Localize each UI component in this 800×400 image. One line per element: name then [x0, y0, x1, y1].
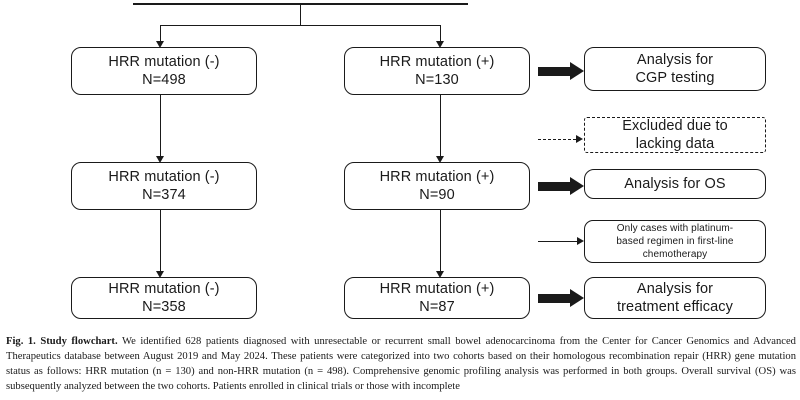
cohort-title: HRR mutation (+)	[379, 168, 495, 185]
cohort-title: HRR mutation (+)	[379, 280, 495, 297]
split-branch-right	[440, 25, 441, 42]
split-branch-left	[160, 25, 161, 42]
note-line-3: chemotherapy	[642, 249, 708, 260]
outcome-box-analysis-for-os: Analysis for OS	[584, 169, 766, 199]
connector-mid-row2-row3-arrowhead	[436, 271, 444, 278]
note-box-platinum-regimen: Only cases with platinum- based regimen …	[584, 220, 766, 263]
cohort-box-hrr-negative-498: HRR mutation (-) N=498	[71, 47, 257, 95]
cohort-count: N=130	[415, 72, 459, 88]
cohort-box-hrr-positive-87: HRR mutation (+) N=87	[344, 277, 530, 319]
outcome-line-1: Analysis for	[636, 280, 714, 297]
split-branch-right-arrowhead	[436, 41, 444, 48]
thick-arrow-to-cgp-analysis	[538, 62, 584, 80]
figure-label: Fig. 1.	[6, 336, 36, 347]
dashed-arrow-to-excluded-note	[538, 134, 584, 144]
cohort-title: HRR mutation (-)	[108, 280, 220, 297]
thick-arrow-to-treatment-efficacy	[538, 289, 584, 307]
outcome-box-treatment-efficacy: Analysis for treatment efficacy	[584, 277, 766, 319]
connector-left-row2-row3-arrowhead	[156, 271, 164, 278]
cohort-count: N=498	[142, 72, 186, 88]
figure-caption-text: We identified 628 patients diagnosed wit…	[6, 336, 796, 393]
connector-mid-row1-row2-arrowhead	[436, 156, 444, 163]
study-flowchart: HRR mutation (-) N=498 HRR mutation (+) …	[71, 3, 766, 319]
cohort-count: N=87	[419, 299, 455, 315]
outcome-line-1: Analysis for OS	[624, 175, 726, 192]
cohort-box-hrr-negative-358: HRR mutation (-) N=358	[71, 277, 257, 319]
cohort-box-hrr-negative-374: HRR mutation (-) N=374	[71, 162, 257, 210]
connector-left-row1-row2-arrowhead	[156, 156, 164, 163]
cohort-title: HRR mutation (-)	[108, 168, 220, 185]
connector-mid-row1-row2	[440, 95, 441, 157]
cohort-title: HRR mutation (+)	[379, 53, 495, 70]
figure-caption: Fig. 1. Study flowchart. We identified 6…	[6, 334, 796, 394]
outcome-box-cgp-testing: Analysis for CGP testing	[584, 47, 766, 91]
cohort-count: N=374	[142, 187, 186, 203]
cohort-count: N=90	[419, 187, 455, 203]
figure-title: Study flowchart.	[40, 336, 118, 347]
note-line-2: lacking data	[635, 136, 715, 152]
parent-stem-line	[300, 3, 301, 25]
thick-arrow-to-os-analysis	[538, 177, 584, 195]
note-line-1: Excluded due to	[622, 117, 728, 134]
connector-left-row2-row3	[160, 210, 161, 272]
cohort-title: HRR mutation (-)	[108, 53, 220, 70]
split-horizontal-line	[160, 25, 441, 26]
split-branch-left-arrowhead	[156, 41, 164, 48]
cohort-box-hrr-positive-130: HRR mutation (+) N=130	[344, 47, 530, 95]
cohort-count: N=358	[142, 299, 186, 315]
note-line-2: based regimen in first-line	[616, 236, 734, 247]
connector-left-row1-row2	[160, 95, 161, 157]
note-line-1: Only cases with platinum-	[616, 223, 734, 234]
outcome-line-2: treatment efficacy	[617, 299, 733, 315]
connector-mid-row2-row3	[440, 210, 441, 272]
note-box-excluded-lacking-data: Excluded due to lacking data	[584, 117, 766, 153]
thin-arrow-to-platinum-note	[538, 236, 584, 246]
cohort-box-hrr-positive-90: HRR mutation (+) N=90	[344, 162, 530, 210]
outcome-line-1: Analysis for	[636, 51, 714, 68]
outcome-line-2: CGP testing	[635, 70, 715, 86]
